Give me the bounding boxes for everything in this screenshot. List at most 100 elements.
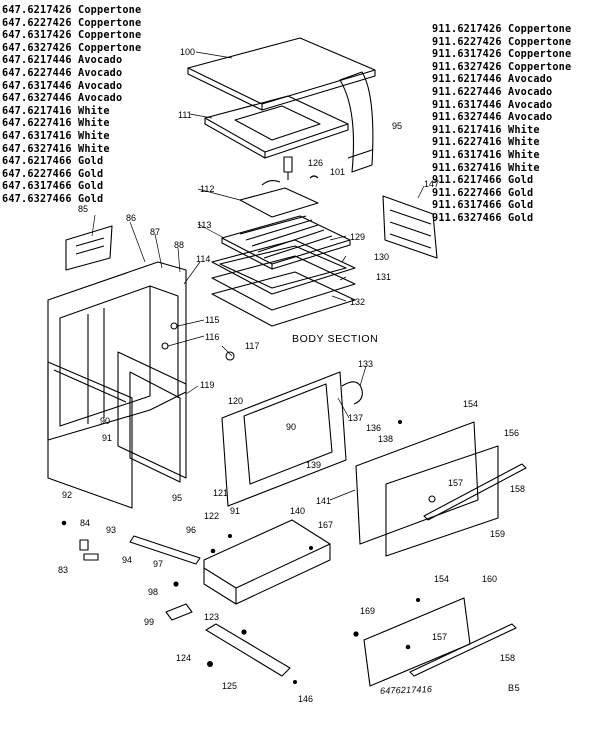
right-model-entry: 911.6327426 Coppertone	[432, 61, 572, 73]
left-model-entry: 647.6227466 Gold	[2, 168, 104, 180]
label-159: 159	[490, 529, 505, 539]
right-model-entry: 911.6217466 Gold	[432, 175, 534, 187]
part-119-panel	[117, 351, 187, 479]
label-126: 126	[308, 158, 323, 168]
fasteners	[61, 420, 420, 684]
left-model-entry: 647.6317446 Avocado	[2, 80, 123, 92]
label-87: 87	[150, 227, 160, 237]
part-133-spring	[341, 381, 363, 405]
label-100: 100	[180, 47, 195, 57]
part-140-drawer	[203, 519, 331, 605]
label-120: 120	[228, 396, 243, 406]
label-91b: 91	[230, 506, 240, 516]
label-117: 117	[245, 341, 259, 351]
part-131-pan	[211, 255, 356, 311]
label-133: 133	[358, 359, 373, 369]
label-93: 93	[106, 525, 116, 535]
label-138: 138	[378, 434, 393, 444]
part-96-rail	[129, 535, 201, 565]
label-132: 132	[350, 297, 365, 307]
label-95: 95	[392, 121, 402, 131]
label-125: 125	[222, 681, 237, 691]
page-code: B5	[508, 683, 521, 693]
left-model-entry: 647.6327446 Avocado	[2, 93, 123, 105]
leader-lines	[91, 51, 425, 501]
right-model-entry: 911.6227466 Gold	[432, 187, 534, 199]
label-147: 147	[424, 179, 439, 189]
part-159-outer-door	[385, 445, 499, 557]
label-114: 114	[196, 254, 210, 264]
label-169: 169	[360, 606, 375, 616]
left-model-entry: 647.6227446 Avocado	[2, 67, 123, 79]
label-158a: 158	[510, 484, 525, 494]
part-141-glass	[355, 421, 479, 545]
label-97: 97	[153, 559, 163, 569]
label-94: 94	[122, 555, 132, 565]
left-model-entry: 647.6327466 Gold	[2, 193, 104, 205]
right-model-entry: 911.6227446 Avocado	[432, 86, 553, 98]
label-90a: 90	[100, 416, 110, 426]
label-156: 156	[504, 428, 519, 438]
cabinet-body	[47, 261, 187, 441]
right-model-entry: 911.6217426 Coppertone	[432, 24, 572, 35]
label-154b: 154	[434, 574, 449, 584]
left-model-entry: 647.6327426 Coppertone	[2, 42, 142, 54]
right-model-entry: 911.6327446 Avocado	[432, 112, 553, 124]
left-model-entry: 647.6317416 White	[2, 130, 110, 142]
left-model-entry: 647.6217446 Avocado	[2, 55, 123, 67]
label-131: 131	[376, 272, 391, 282]
label-86: 86	[126, 213, 136, 223]
label-111: 111	[178, 110, 192, 120]
part-117-knob	[225, 351, 235, 361]
label-129: 129	[350, 232, 365, 242]
right-model-entry: 911.6227426 Coppertone	[432, 36, 572, 48]
part-160-window-panel	[363, 597, 471, 687]
label-84: 84	[80, 518, 90, 528]
label-139: 139	[306, 460, 321, 470]
part-85-plate	[65, 225, 113, 271]
part-125-kickplate	[205, 623, 291, 677]
label-98: 98	[148, 587, 158, 597]
section-title: BODY SECTION	[292, 333, 379, 345]
part-158b-handle	[409, 623, 517, 677]
label-158b: 158	[500, 653, 515, 663]
left-model-entry: 647.6227426 Coppertone	[2, 17, 142, 29]
label-85: 85	[78, 204, 88, 214]
part-labels: 100 111 95 126 101 112 113 129 130 131 1…	[58, 47, 525, 704]
label-136: 136	[366, 423, 381, 433]
part-95-lower-panel	[129, 371, 181, 483]
right-model-entry: 911.6317466 Gold	[432, 200, 534, 212]
label-124: 124	[176, 653, 191, 663]
right-model-entry: 911.6227416 White	[432, 137, 540, 149]
label-99: 99	[144, 617, 154, 627]
label-83: 83	[58, 565, 68, 575]
label-157b: 157	[432, 632, 447, 642]
label-121: 121	[213, 488, 228, 498]
part-147-vent	[382, 195, 438, 259]
part-137-door-frame	[221, 371, 347, 507]
label-130: 130	[374, 252, 389, 262]
label-95b: 95	[172, 493, 182, 503]
part-92-side-panel	[47, 361, 133, 509]
label-90b: 90	[286, 422, 296, 432]
right-model-entry: 911.6217446 Avocado	[432, 74, 553, 86]
label-141: 141	[316, 496, 331, 506]
part-101-clip	[309, 175, 319, 179]
part-111-burner-box	[204, 95, 349, 159]
label-140: 140	[290, 506, 305, 516]
right-model-entry: 911.6317426 Coppertone	[432, 49, 572, 61]
label-88: 88	[174, 240, 184, 250]
part-132-pan	[211, 271, 356, 327]
label-123: 123	[204, 612, 219, 622]
left-model-entry: 647.6217466 Gold	[2, 156, 104, 168]
label-146: 146	[298, 694, 313, 704]
part-158-handle	[423, 463, 527, 521]
right-model-entry: 911.6317446 Avocado	[432, 99, 553, 111]
label-113: 113	[197, 220, 211, 230]
part-99-bracket	[165, 603, 193, 621]
label-119: 119	[200, 380, 214, 390]
part-100-cooktop	[187, 37, 376, 111]
label-92: 92	[62, 490, 72, 500]
